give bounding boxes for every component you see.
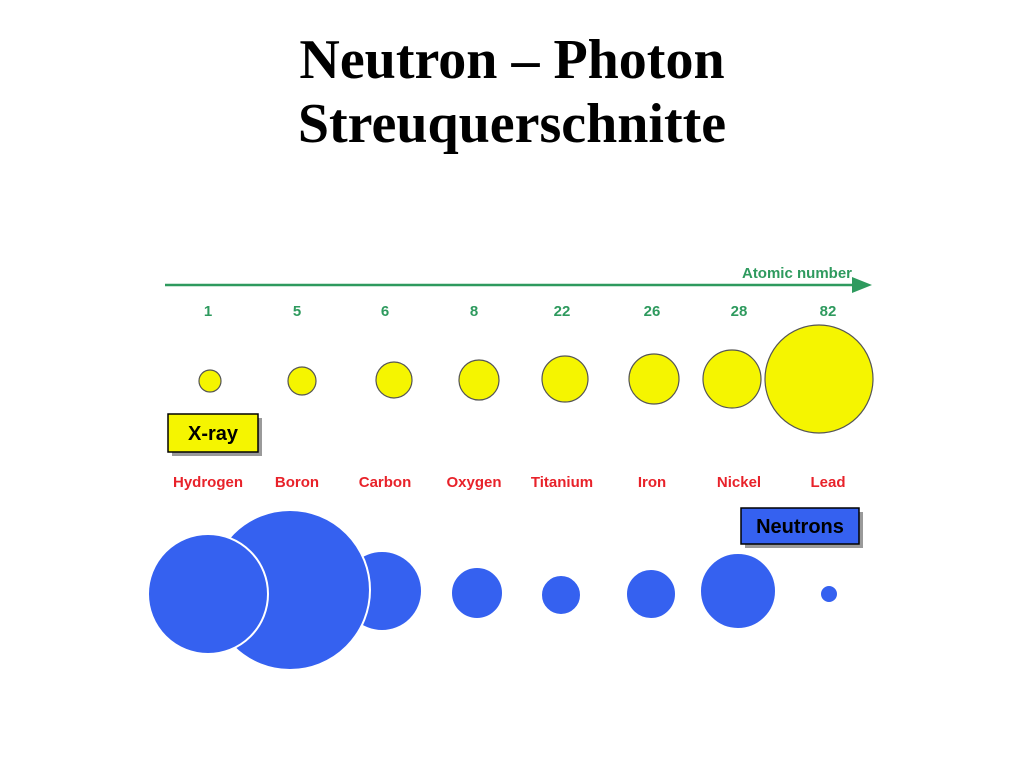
- neutron-circle-oxygen: [450, 566, 504, 620]
- atomic-number-lead: 82: [820, 303, 837, 320]
- xray-circle-hydrogen: [198, 369, 222, 393]
- xray-circle-boron: [287, 366, 317, 396]
- title-line-1: Neutron – Photon: [299, 29, 725, 91]
- element-name-labels: Hydrogen Boron Carbon Oxygen Titanium Iron Nic…: [173, 474, 846, 491]
- atomic-number-carbon: 6: [381, 303, 389, 320]
- atomic-number-axis: Atomic number: [165, 265, 872, 293]
- title-line-2: Streuquerschnitte: [297, 93, 727, 155]
- neutron-circle-iron: [625, 568, 677, 620]
- atomic-number-titanium: 22: [554, 303, 571, 320]
- xray-circle-titanium: [541, 355, 589, 403]
- xray-legend-box: X-ray: [167, 413, 262, 456]
- neutron-circle-lead: [819, 584, 839, 604]
- neutron-circle-nickel: [699, 552, 777, 630]
- atomic-number-labels: 1 5 6 8 22 26 28 82: [204, 303, 837, 320]
- neutron-circle-titanium: [540, 574, 582, 616]
- axis-arrowhead: [852, 277, 872, 293]
- atomic-number-iron: 26: [644, 303, 661, 320]
- element-name-iron: Iron: [638, 474, 666, 491]
- atomic-number-oxygen: 8: [470, 303, 478, 320]
- neutron-cross-sections: [147, 509, 839, 671]
- element-name-boron: Boron: [275, 474, 319, 491]
- atomic-number-nickel: 28: [731, 303, 748, 320]
- element-name-hydrogen: Hydrogen: [173, 474, 243, 491]
- neutron-circle-hydrogen: [147, 533, 269, 655]
- element-name-nickel: Nickel: [717, 474, 761, 491]
- element-name-oxygen: Oxygen: [446, 474, 501, 491]
- slide-title: Neutron – Photon Streuquerschnitte: [0, 28, 1024, 156]
- axis-label: Atomic number: [742, 265, 852, 282]
- xray-cross-sections: [198, 324, 874, 434]
- element-name-carbon: Carbon: [359, 474, 412, 491]
- xray-circle-oxygen: [458, 359, 500, 401]
- xray-circle-lead: [764, 324, 874, 434]
- xray-circle-carbon: [375, 361, 413, 399]
- atomic-number-hydrogen: 1: [204, 303, 212, 320]
- neutrons-legend-label: Neutrons: [756, 516, 844, 538]
- xray-legend-label: X-ray: [188, 423, 239, 445]
- neutrons-legend-box: Neutrons: [740, 507, 863, 548]
- atomic-number-boron: 5: [293, 303, 301, 320]
- xray-circle-nickel: [702, 349, 762, 409]
- xray-circle-iron: [628, 353, 680, 405]
- element-name-titanium: Titanium: [531, 474, 593, 491]
- element-name-lead: Lead: [810, 474, 845, 491]
